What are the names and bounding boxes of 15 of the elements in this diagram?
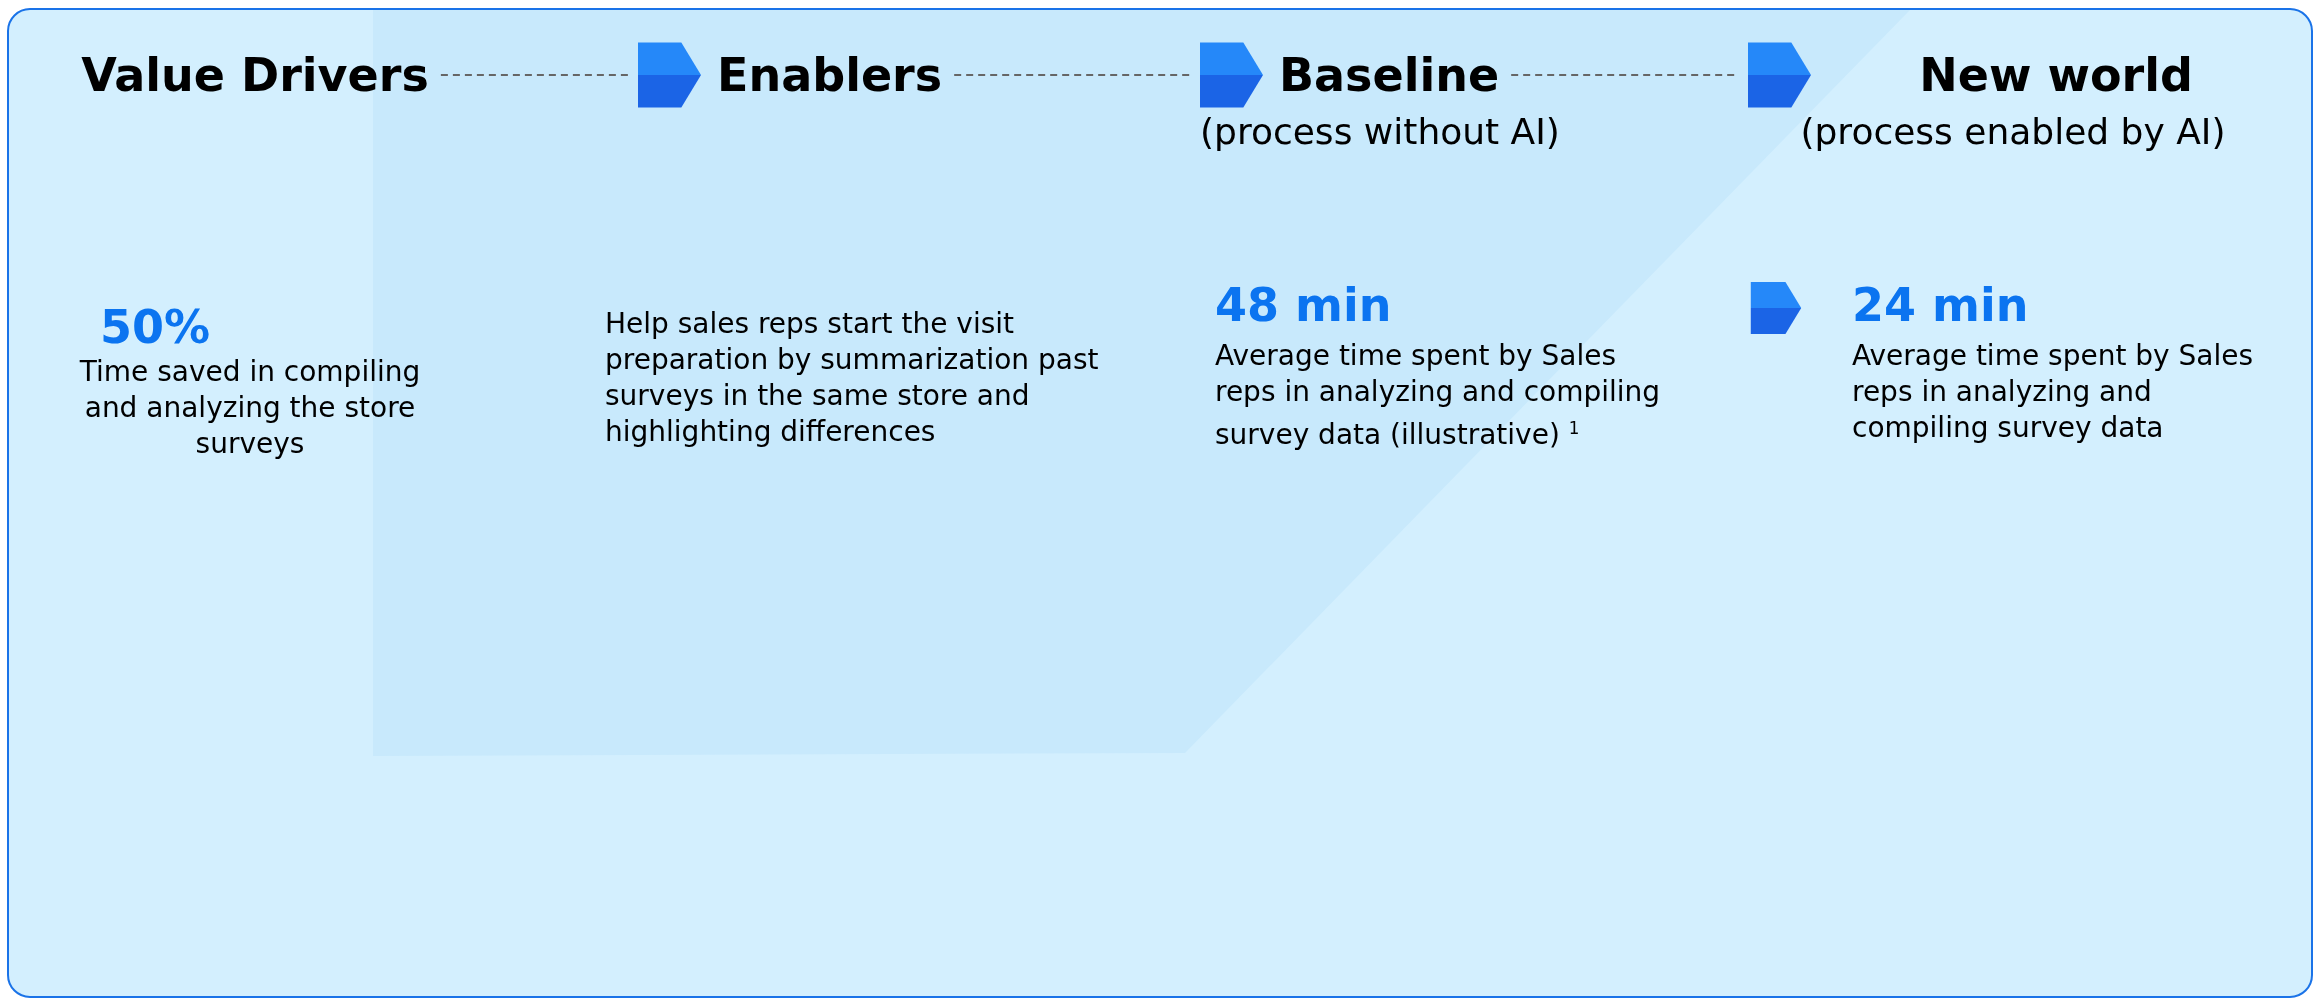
- column-heading: New world: [1919, 47, 2193, 104]
- column-heading: Value Drivers: [81, 47, 429, 104]
- new-world-description: Average time spent by Sales reps in analyzing and compiling survey data: [1852, 338, 2255, 446]
- time-value: 48 min: [1215, 278, 1392, 332]
- column-subheading: (process enabled by AI): [1800, 110, 2226, 154]
- enabler-description: Help sales reps start the visit preparation by summarization past surveys in the same store and highlighting differences: [605, 306, 1100, 450]
- dashed-connector: [439, 74, 629, 76]
- percentage-value: 50%: [100, 300, 211, 354]
- column-subheading: (process without AI): [1200, 110, 1560, 154]
- time-value: 24 min: [1852, 278, 2029, 332]
- column-heading: Enablers: [717, 47, 943, 104]
- value-description: Time saved in compiling and analyzing the store surveys: [78, 354, 422, 462]
- column-heading: Baseline: [1279, 47, 1500, 104]
- dashed-connector: [953, 74, 1191, 76]
- baseline-description: Average time spent by Sales reps in analyzing and compiling survey data (illustrative) $^{1}$: [1215, 338, 1662, 454]
